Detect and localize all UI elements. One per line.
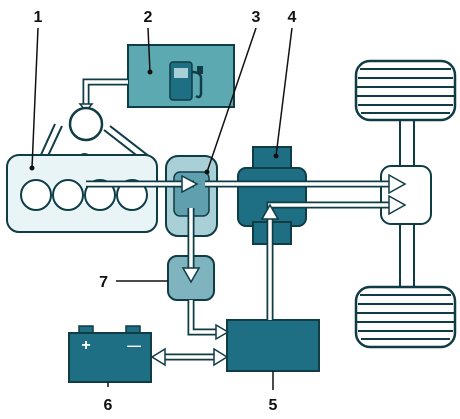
callout-5: 5 — [269, 397, 278, 414]
fuel-pump-icon — [169, 61, 203, 101]
leader-lines — [31, 27, 293, 390]
flow-generator-to-control — [187, 300, 230, 341]
plus-icon: + — [81, 337, 90, 354]
callout-2: 2 — [144, 9, 153, 26]
callout-3: 3 — [252, 9, 261, 26]
fuel-injector — [39, 106, 151, 159]
callout-6: 6 — [104, 397, 113, 414]
leader-dot-1 — [29, 165, 35, 171]
wheel-top — [354, 59, 457, 122]
callout-4: 4 — [288, 9, 297, 26]
flow-engine-to-split — [86, 174, 199, 194]
callout-1: 1 — [34, 9, 43, 26]
minus-icon: — — [127, 337, 141, 353]
wheel-bottom — [354, 285, 457, 349]
leader-dot-2 — [147, 69, 153, 75]
fuel-tank — [127, 44, 235, 108]
power-control-unit — [226, 319, 320, 372]
callout-7: 7 — [99, 274, 108, 291]
flow-split-to-wheels — [205, 173, 407, 195]
engine — [6, 154, 158, 233]
leader-dot-4 — [273, 153, 279, 159]
leader-dot-3 — [204, 169, 210, 175]
flow-battery-control — [150, 347, 229, 367]
flow-control-to-motor — [260, 203, 280, 320]
flow-split-to-generator — [181, 208, 201, 284]
fuel-line — [78, 78, 128, 113]
battery: + — — [68, 325, 152, 383]
